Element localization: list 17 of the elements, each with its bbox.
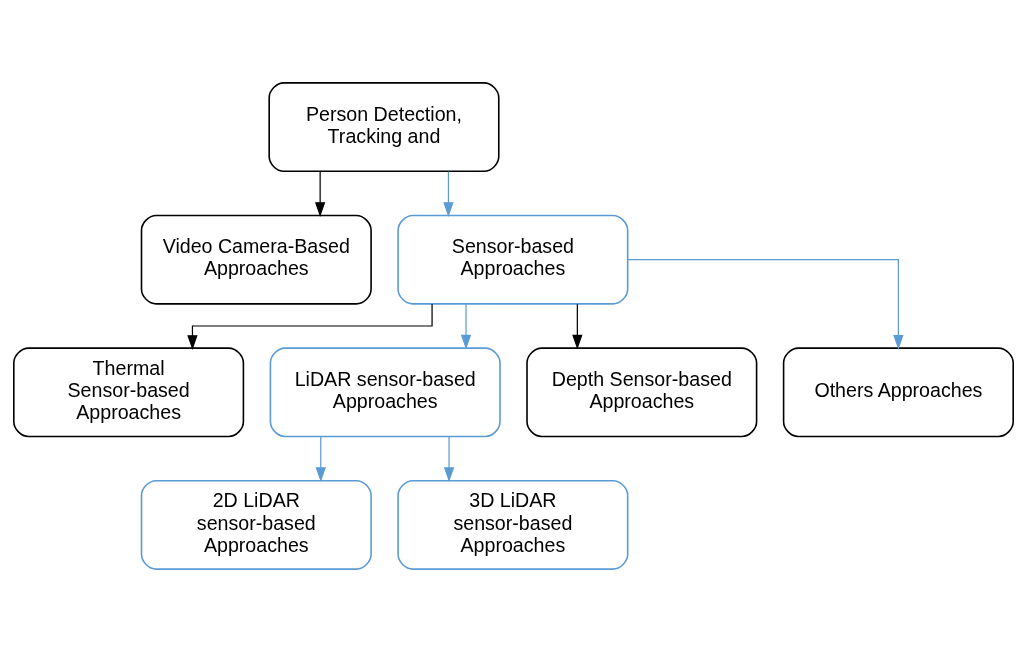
node-box: Depth Sensor-based Approaches	[526, 347, 758, 438]
node-box: LiDAR sensor-based Approaches	[269, 347, 501, 438]
node-box: Others Approaches	[782, 347, 1014, 438]
arrow	[460, 303, 472, 350]
node-box: 2D LiDAR sensor-based Approaches	[140, 479, 372, 570]
arrow	[315, 436, 326, 483]
arrow	[572, 303, 583, 350]
node-box: Thermal Sensor-based Approaches	[13, 347, 245, 438]
node-box: Video Camera-Based Approaches	[140, 214, 372, 305]
arrow	[314, 171, 326, 217]
node-box: Person Detection, Tracking and	[268, 82, 500, 173]
node-box: 3D LiDAR sensor-based Approaches	[397, 479, 629, 570]
arrow	[187, 303, 433, 350]
node-box: Sensor-based Approaches	[397, 214, 629, 305]
arrow	[443, 436, 455, 483]
arrow	[443, 171, 454, 217]
arrow	[627, 259, 904, 350]
